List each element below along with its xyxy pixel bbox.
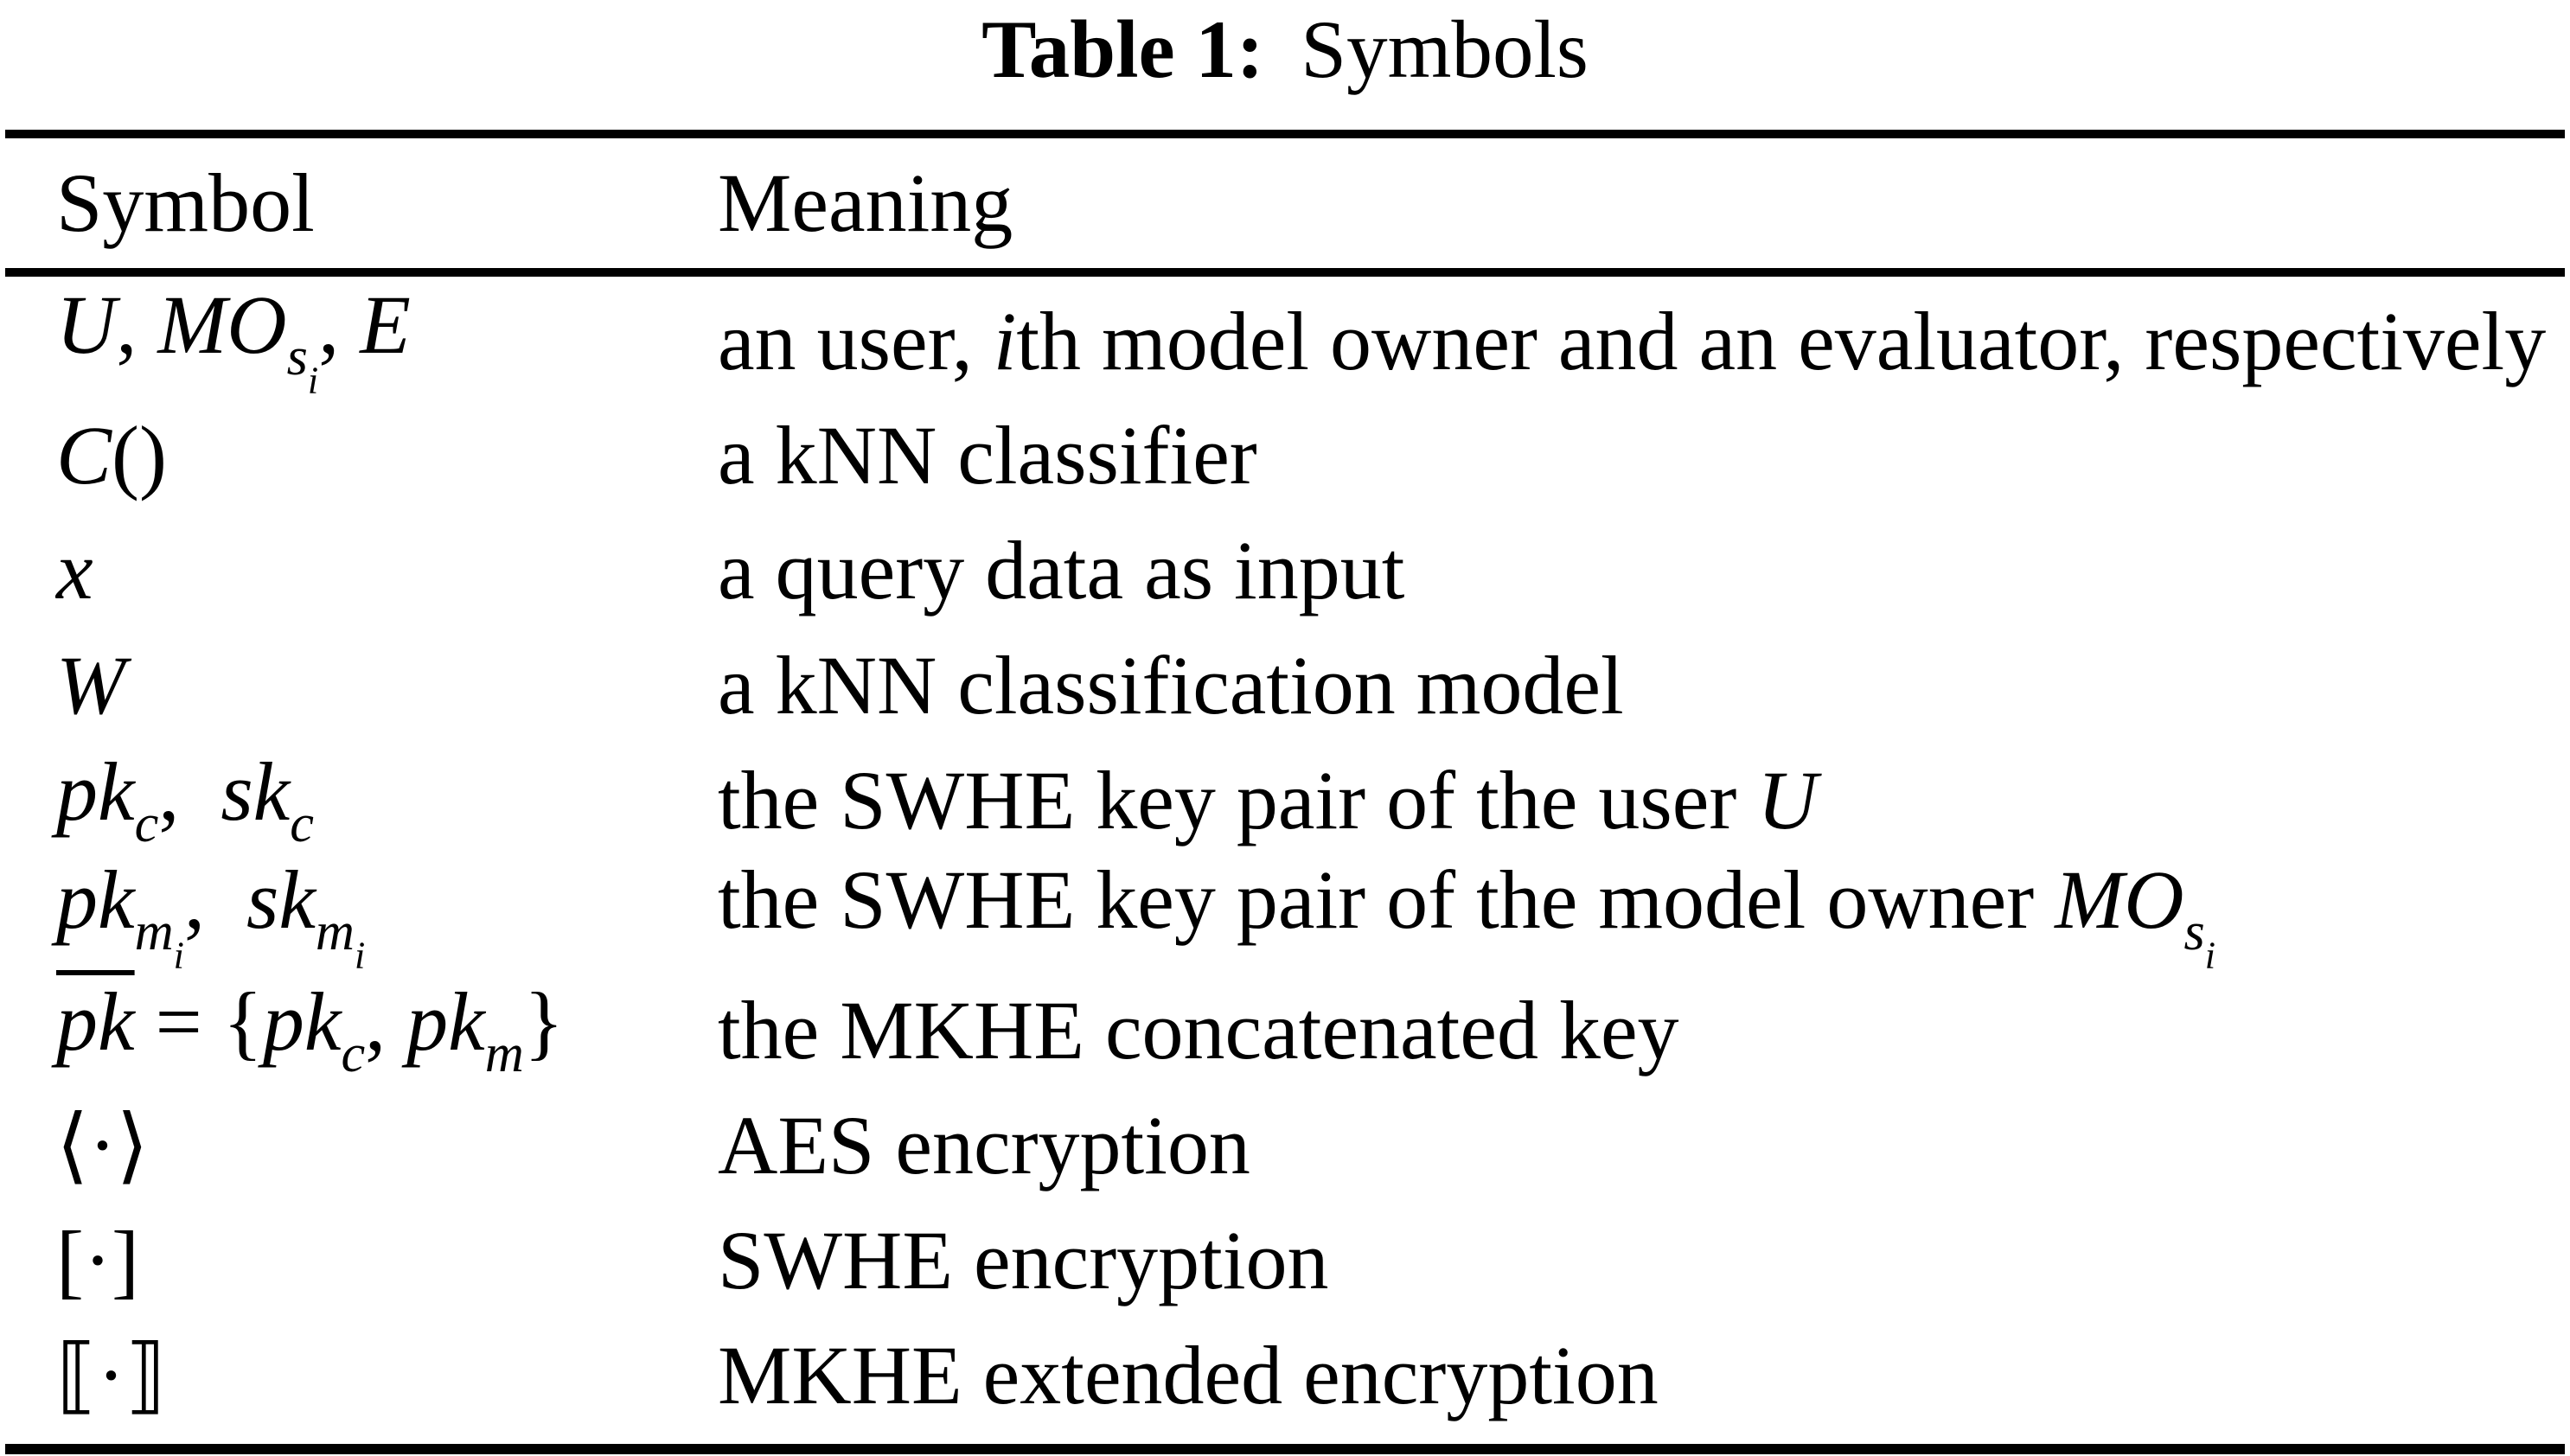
table-caption-title: Symbols	[1301, 3, 1589, 95]
meaning-cell: MKHE extended encryption	[718, 1334, 2570, 1417]
table-bottom-rule	[5, 1443, 2565, 1454]
symbol-cell: U, MOsi, E	[0, 283, 718, 402]
table-caption-label: Table 1:	[981, 3, 1264, 95]
text-run: an user,	[718, 295, 994, 387]
text-run: C	[56, 409, 112, 502]
text-run: c	[134, 794, 159, 854]
column-header-symbol: Symbol	[56, 156, 315, 249]
text-run: i	[354, 934, 366, 977]
text-run: m	[134, 901, 174, 961]
text-run: th model owner and an evaluator, respect…	[1016, 295, 2547, 387]
meaning-cell: the MKHE concatenated key	[718, 989, 2570, 1072]
text-run: sk	[221, 745, 291, 839]
text-run: E	[360, 278, 411, 371]
meaning-cell: a query data as input	[718, 529, 2570, 612]
text-run: i	[2204, 934, 2216, 977]
text-run: ,	[318, 278, 361, 371]
table-row: C() a kNN classifier	[0, 399, 2570, 514]
text-run: s	[286, 326, 308, 386]
symbol-cell: x	[0, 529, 718, 612]
text-run: ,	[183, 853, 246, 946]
text-run: MO	[157, 278, 287, 371]
meaning-cell: AES encryption	[718, 1104, 2570, 1187]
table-header-row: Symbol Meaning	[0, 138, 2570, 268]
text-run: }	[523, 975, 564, 1069]
text-run: SWHE encryption	[718, 1214, 1329, 1307]
text-run: pk	[406, 975, 485, 1069]
text-run: a query data as input	[718, 524, 1405, 617]
text-run: c	[341, 1024, 366, 1084]
table-row: ⟨·⟩ AES encryption	[0, 1089, 2570, 1204]
text-run: MKHE extended encryption	[718, 1329, 1659, 1422]
text-run: a kNN classifier	[718, 409, 1257, 502]
text-run: pk	[56, 853, 135, 946]
text-run: MO	[2055, 853, 2184, 946]
table-body: U, MOsi, E an user, ith model owner and …	[0, 277, 2570, 1434]
symbol-cell: ⟨·⟩	[0, 1104, 718, 1187]
text-run: i	[173, 934, 184, 977]
table-row: pk = {pkc, pkm} the MKHE concatenated ke…	[0, 974, 2570, 1089]
table-row: W a kNN classification model	[0, 629, 2570, 744]
symbol-cell: pkmi, skmi	[0, 858, 718, 977]
text-run: U	[56, 278, 117, 371]
text-run: ⟦·⟧	[56, 1329, 167, 1422]
table-caption: Table 1: Symbols	[0, 0, 2570, 93]
text-run: pk	[262, 975, 342, 1069]
text-run: ()	[112, 409, 167, 502]
symbol-cell: W	[0, 644, 718, 727]
text-run: ,	[116, 278, 158, 371]
text-run: i	[307, 359, 319, 402]
text-run: the SWHE key pair of the user	[718, 754, 1758, 847]
symbol-cell: ⟦·⟧	[0, 1334, 718, 1417]
text-run: ,	[158, 745, 221, 839]
text-run: U	[1757, 754, 1818, 847]
table-row: pkc, skc the SWHE key pair of the user U	[0, 744, 2570, 859]
text-run: pk	[56, 745, 135, 839]
text-run: the SWHE key pair of the model owner	[718, 853, 2055, 946]
text-run: AES encryption	[718, 1099, 1250, 1192]
text-run: the MKHE concatenated key	[718, 984, 1679, 1077]
symbol-cell: [·]	[0, 1219, 718, 1302]
text-run: s	[2183, 901, 2205, 961]
symbol-cell: pkc, skc	[0, 750, 718, 851]
text-run: a kNN classification model	[718, 639, 1624, 732]
meaning-cell: a kNN classification model	[718, 644, 2570, 727]
meaning-cell: a kNN classifier	[718, 414, 2570, 497]
text-run: ,	[365, 975, 407, 1069]
text-run: = {	[134, 975, 263, 1069]
symbol-cell: pk = {pkc, pkm}	[0, 980, 718, 1081]
meaning-cell: an user, ith model owner and an evaluato…	[718, 300, 2570, 383]
text-run: [·]	[56, 1214, 139, 1307]
text-run: c	[290, 794, 314, 854]
text-run: W	[56, 639, 125, 732]
meaning-cell: the SWHE key pair of the user U	[718, 759, 2570, 842]
text-run: m	[484, 1024, 524, 1084]
column-header-meaning: Meaning	[718, 156, 1013, 249]
text-run: x	[56, 524, 93, 617]
text-run: ⟨·⟩	[56, 1099, 149, 1192]
symbol-cell: C()	[0, 414, 718, 497]
table-row: U, MOsi, E an user, ith model owner and …	[0, 283, 2570, 402]
table-row: [·] SWHE encryption	[0, 1204, 2570, 1319]
table-row: ⟦·⟧ MKHE extended encryption	[0, 1319, 2570, 1434]
text-run: i	[993, 295, 1017, 387]
text-run: m	[315, 901, 355, 961]
meaning-cell: the SWHE key pair of the model owner MOs…	[718, 858, 2570, 977]
table-row: pkmi, skmi the SWHE key pair of the mode…	[0, 858, 2570, 977]
table-row: x a query data as input	[0, 514, 2570, 629]
text-run: pk	[56, 975, 135, 1069]
text-run: sk	[246, 853, 316, 946]
table-top-rule	[5, 129, 2565, 138]
table-header-rule	[5, 267, 2565, 277]
meaning-cell: SWHE encryption	[718, 1219, 2570, 1302]
